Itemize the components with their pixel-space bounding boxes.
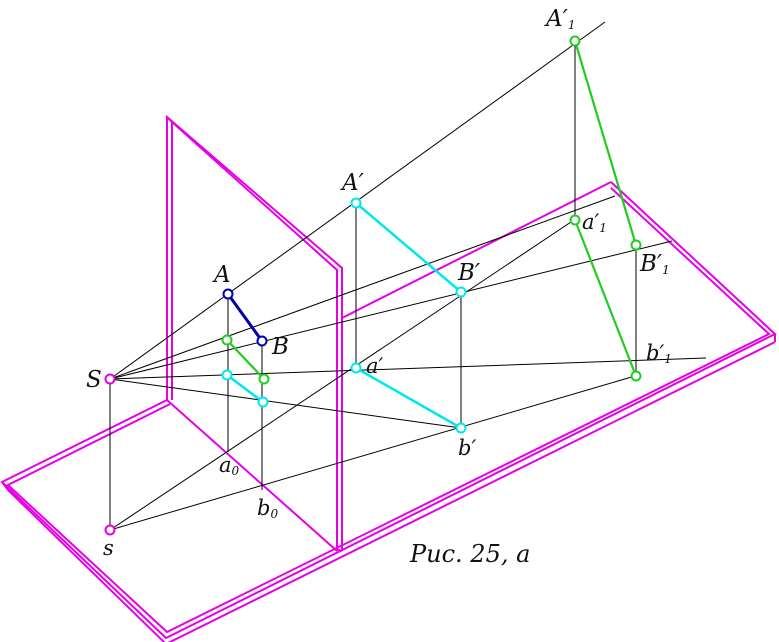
point-S xyxy=(104,373,116,385)
picture-plane-outer-edge xyxy=(166,114,343,551)
label-B: B xyxy=(271,334,289,360)
point-B xyxy=(256,335,268,347)
label-S: S xyxy=(86,367,102,393)
points xyxy=(104,35,642,536)
ray-S-to-a1 xyxy=(109,195,616,380)
label-b0: b0 xyxy=(257,496,278,521)
point-b1 xyxy=(630,370,642,382)
ground-plane-inner-edge xyxy=(6,187,771,634)
label-a0-sub: 0 xyxy=(232,464,240,478)
ground-plane-front-lower-edge xyxy=(7,489,166,642)
point-green-b xyxy=(258,373,270,385)
ground-plane-front-thickness xyxy=(1,481,9,491)
ground-plane-right-lower-edge xyxy=(167,341,776,642)
ray-S-to-bprime xyxy=(109,378,462,429)
ground-plane xyxy=(0,181,777,642)
point-A xyxy=(222,288,234,300)
picture-plane-bottom-cap xyxy=(333,547,343,552)
segment-AB xyxy=(226,293,264,342)
label-B1: B′1 xyxy=(639,251,670,277)
picture-plane-base-line xyxy=(166,399,338,552)
segment-A1-B1 xyxy=(573,40,638,246)
point-aprime xyxy=(350,362,362,374)
label-B1-main: B′ xyxy=(639,251,663,277)
label-B1-sub: 1 xyxy=(662,263,670,277)
segment-green-small xyxy=(226,339,265,380)
label-a1-sub: 1 xyxy=(599,221,607,235)
segment-cyan-small xyxy=(226,374,264,403)
label-A: A xyxy=(212,262,231,288)
point-s xyxy=(104,524,116,536)
segment-Aprime-Bprime xyxy=(355,202,462,293)
label-s: s xyxy=(103,536,114,560)
green-projections xyxy=(226,40,638,380)
labels: S s A B a0 b0 A′ a′ B′ b′ A′1 a′1 B′1 b′… xyxy=(86,6,672,568)
label-A1: A′1 xyxy=(544,6,575,32)
segment-a1-b1 xyxy=(573,219,638,377)
label-bprime: b′ xyxy=(458,436,476,460)
ground-plane-outer-edge xyxy=(0,181,777,640)
label-b1: b′1 xyxy=(646,341,672,366)
ray-s-to-b1 xyxy=(109,375,636,531)
figure-caption: Рис. 25, а xyxy=(409,540,530,568)
label-aprime: a′ xyxy=(366,354,384,378)
label-a0-main: a xyxy=(219,453,232,477)
label-a0: a0 xyxy=(219,453,240,478)
point-green-a xyxy=(221,334,233,346)
ray-S-to-b1 xyxy=(109,357,707,380)
ray-s-to-a1 xyxy=(109,219,575,531)
point-B1 xyxy=(630,239,642,251)
point-cyan-b xyxy=(257,396,269,408)
label-b0-main: b xyxy=(257,496,270,520)
projecting-rays xyxy=(109,21,707,531)
point-Aprime xyxy=(350,197,362,209)
ray-S-to-B1 xyxy=(109,240,673,380)
picture-plane-inner-edge xyxy=(171,119,338,551)
label-a1: a′1 xyxy=(582,210,607,235)
ground-plane-back-edge xyxy=(341,181,612,319)
point-cyan-a xyxy=(221,369,233,381)
label-Aprime: A′ xyxy=(340,170,365,196)
label-Bprime: B′ xyxy=(457,260,481,286)
picture-plane xyxy=(166,114,343,552)
point-A1 xyxy=(569,35,581,47)
point-a1 xyxy=(569,214,581,226)
point-bprime xyxy=(455,422,467,434)
label-b1-sub: 1 xyxy=(664,352,672,366)
label-A1-sub: 1 xyxy=(568,18,576,32)
point-Bprime xyxy=(455,286,467,298)
segment-aprime-bprime xyxy=(355,366,462,430)
label-b0-sub: 0 xyxy=(270,507,278,521)
label-a1-main: a′ xyxy=(582,210,600,234)
label-A1-main: A′ xyxy=(544,6,569,32)
picture-plane-top-thickness xyxy=(166,116,173,123)
cyan-projections xyxy=(226,202,462,430)
label-b1-main: b′ xyxy=(646,341,664,365)
